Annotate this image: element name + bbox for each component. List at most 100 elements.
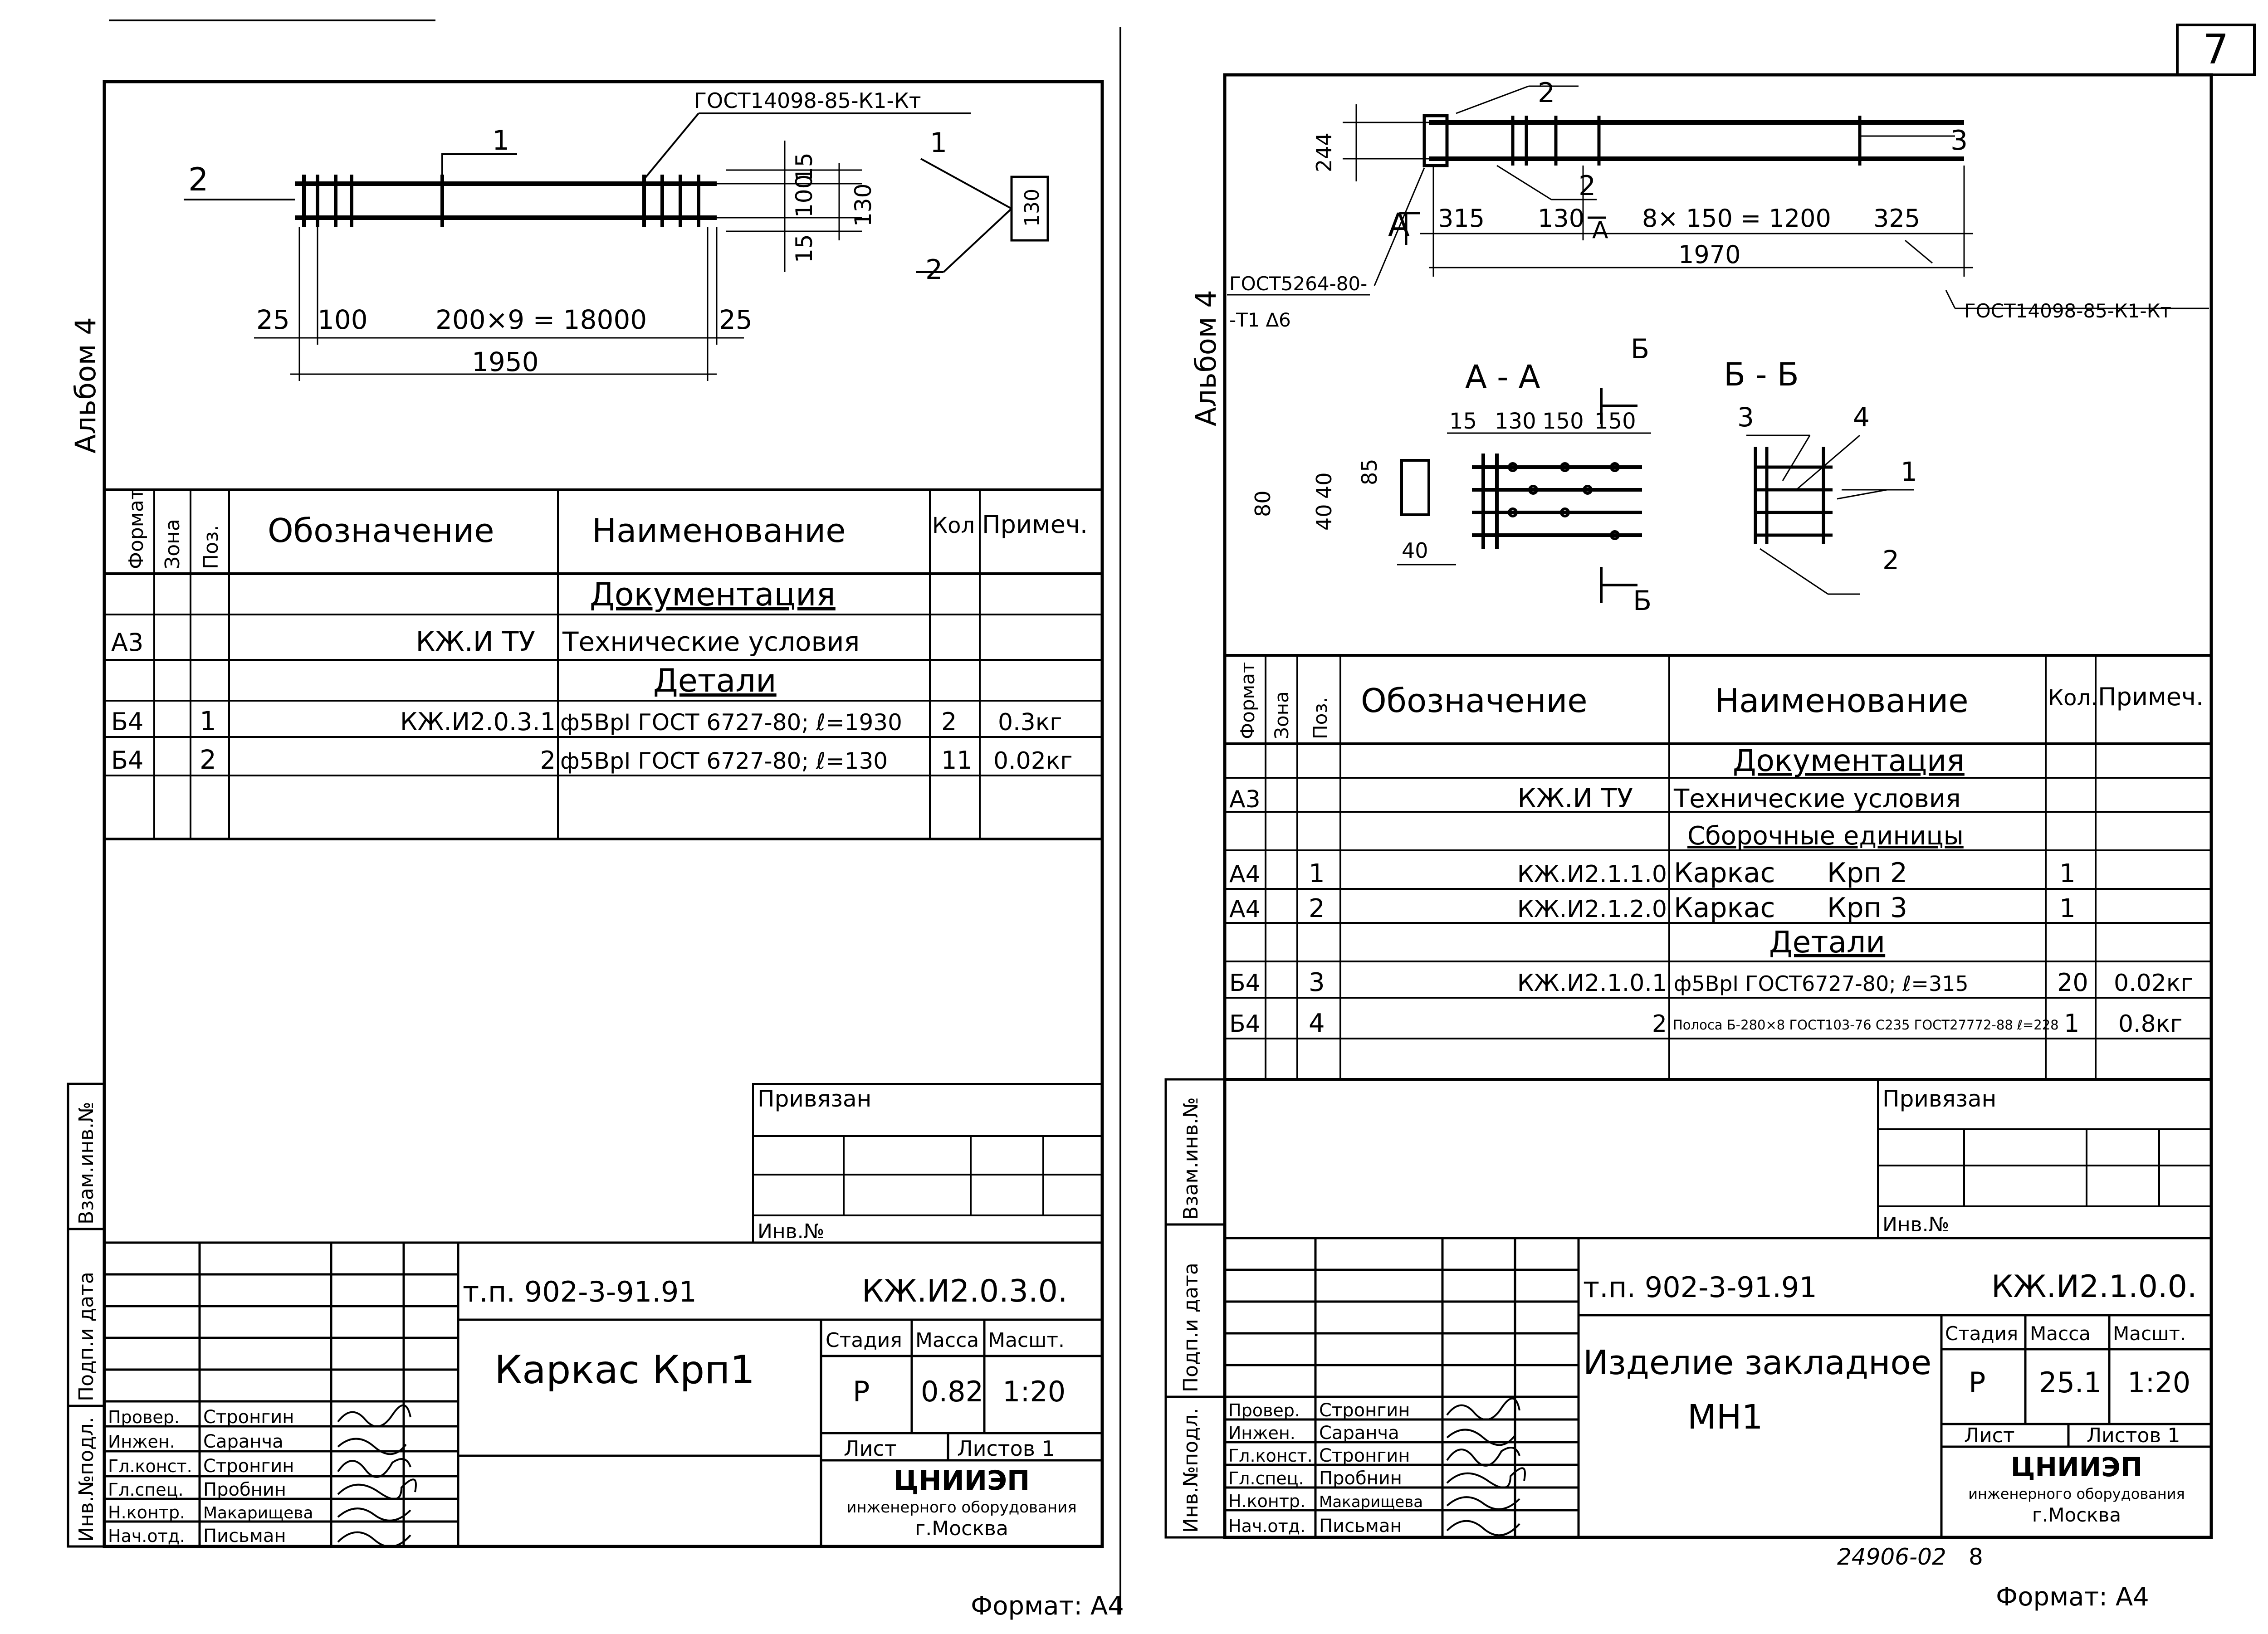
left-row3-note: 0.02кг <box>993 747 1073 775</box>
right-role: Гл.конст. <box>1228 1446 1313 1466</box>
left-row2-note: 0.3кг <box>998 709 1062 736</box>
left-org-1: ЦНИИЭП <box>894 1465 1030 1497</box>
left-h-designation: Обозначение <box>268 512 494 550</box>
right-row4-qty: 20 <box>2057 968 2088 997</box>
right-row3-des: КЖ.И2.1.2.0 <box>1517 896 1667 923</box>
left-gost-label: ГОСТ14098-85-К1-Кт <box>694 88 921 113</box>
right-format: Формат: А4 <box>1996 1582 2149 1612</box>
right-org-2: инженерного оборудования <box>1968 1485 2185 1502</box>
left-format: Формат: А4 <box>971 1591 1124 1621</box>
right-privyazan-box <box>1877 1078 2212 1239</box>
right-row5-note: 0.8кг <box>2118 1010 2182 1038</box>
right-bb-pos1: 1 <box>1901 456 1917 487</box>
right-section-bb <box>1746 434 1914 595</box>
left-row2-pos: 1 <box>200 706 216 737</box>
right-org-3: г.Москва <box>2032 1504 2121 1526</box>
right-person: Макарищева <box>1319 1493 1423 1511</box>
left-sheets: Листов 1 <box>957 1436 1055 1461</box>
left-dim-100v: 100 <box>791 175 817 218</box>
left-role: Гл.конст. <box>108 1456 192 1476</box>
left-mass-h: Масса <box>915 1329 979 1352</box>
left-sheet: Альбом 4 <box>67 80 1124 1621</box>
left-org-3: г.Москва <box>915 1517 1008 1540</box>
left-scale: 1:20 <box>1002 1375 1066 1408</box>
right-stage: Р <box>1969 1366 1985 1399</box>
right-spec-table <box>1225 654 2211 1081</box>
right-person: Саранча <box>1319 1423 1399 1444</box>
left-handwritten-signatures <box>337 1404 417 1548</box>
right-row5-pos: 4 <box>1309 1009 1325 1038</box>
right-row1-des: КЖ.И ТУ <box>1517 783 1633 814</box>
right-h-name: Наименование <box>1715 682 1969 720</box>
left-dim-25a: 25 <box>256 304 290 335</box>
right-role: Провер. <box>1228 1400 1300 1420</box>
right-gost-weld-1: ГОСТ5264-80- <box>1229 273 1367 295</box>
right-dim-40c: 40 <box>1402 538 1428 563</box>
page-number: 7 <box>2203 26 2229 73</box>
left-invno: Инв.№ <box>758 1220 824 1243</box>
right-row3-qty: 1 <box>2059 894 2076 923</box>
right-dim-40a: 40 <box>1312 472 1336 499</box>
album-label-right: Альбом 4 <box>1189 290 1222 426</box>
right-sec-b-top: Б <box>1631 333 1649 365</box>
right-scale-h: Масшт. <box>2113 1322 2186 1345</box>
right-signature-rows: Провер. Стронгин Инжен. Саранча Гл.конст… <box>1228 1400 1423 1536</box>
right-dim-85: 85 <box>1357 458 1382 485</box>
right-sec-a-mark: А <box>1388 206 1410 244</box>
right-title-2: МН1 <box>1687 1398 1763 1437</box>
right-pos2-top: 2 <box>1538 77 1555 109</box>
right-gost-k: ГОСТ14098-85-К1-Кт <box>1964 300 2171 322</box>
left-side-inv: Инв.№подл. <box>75 1417 98 1542</box>
right-row2-qty: 1 <box>2059 859 2076 888</box>
left-role: Провер. <box>108 1407 180 1427</box>
right-dim-span: 8× 150 = 1200 <box>1642 204 1831 233</box>
left-dim-25b: 25 <box>719 304 753 335</box>
right-dim-130: 130 <box>1538 204 1584 233</box>
bottom-page: 8 <box>1969 1544 1983 1570</box>
right-dim-total: 1970 <box>1678 240 1740 269</box>
left-section-parts: Детали <box>653 662 777 699</box>
left-title: Каркас Крп1 <box>494 1347 755 1393</box>
right-sheet: Альбом 4 <box>1164 73 2213 1612</box>
right-org-1: ЦНИИЭП <box>2011 1452 2143 1483</box>
right-pos2-bottom: 2 <box>1579 170 1596 202</box>
right-dim-130s: 130 <box>1495 409 1536 434</box>
right-drawing-elevation <box>1227 85 2209 309</box>
bottom-code: 24906-02 <box>1837 1544 1946 1570</box>
right-mass: 25.1 <box>2039 1366 2102 1399</box>
right-row2-name: Каркас Крп 2 <box>1674 857 1907 889</box>
right-dim-80: 80 <box>1251 490 1275 517</box>
left-row1-des: КЖ.И ТУ <box>416 626 535 658</box>
right-bb-pos2: 2 <box>1882 545 1899 576</box>
left-person: Пробнин <box>203 1479 286 1500</box>
left-dim-15b: 15 <box>791 234 817 263</box>
right-row4-note: 0.02кг <box>2114 970 2193 997</box>
right-h-format: Формат <box>1237 662 1259 739</box>
right-person: Письман <box>1319 1516 1402 1536</box>
left-row2-fmt: Б4 <box>111 707 143 736</box>
right-row4-des: КЖ.И2.1.0.1 <box>1517 970 1667 997</box>
left-stage: Р <box>853 1375 870 1408</box>
left-person: Саранча <box>203 1431 284 1452</box>
right-section-doc: Документация <box>1733 743 1965 778</box>
left-side-vzam: Взам.инв.№ <box>75 1102 98 1224</box>
right-role: Нач.отд. <box>1228 1516 1305 1536</box>
left-node-2: 2 <box>925 254 943 286</box>
right-row4-pos: 3 <box>1309 968 1325 997</box>
left-row2-des: КЖ.И2.0.3.1 <box>400 707 556 736</box>
left-org-2: инженерного оборудования <box>846 1498 1076 1517</box>
right-row3-fmt: А4 <box>1229 896 1261 923</box>
right-section-aa <box>1397 388 1651 603</box>
right-title-block <box>1223 1237 2213 1539</box>
right-dim-244: 244 <box>1312 132 1336 172</box>
left-pos2-label: 2 <box>188 161 209 198</box>
right-person: Стронгин <box>1319 1445 1410 1466</box>
album-label-left: Альбом 4 <box>69 317 102 454</box>
right-dim-40b: 40 <box>1312 504 1336 531</box>
left-dim-130: 130 <box>850 184 876 227</box>
left-h-name: Наименование <box>592 512 846 550</box>
right-h-designation: Обозначение <box>1361 682 1588 720</box>
right-handwritten-signatures <box>1446 1397 1526 1536</box>
right-h-note: Примеч. <box>2098 683 2204 711</box>
right-invno: Инв.№ <box>1882 1213 1949 1236</box>
